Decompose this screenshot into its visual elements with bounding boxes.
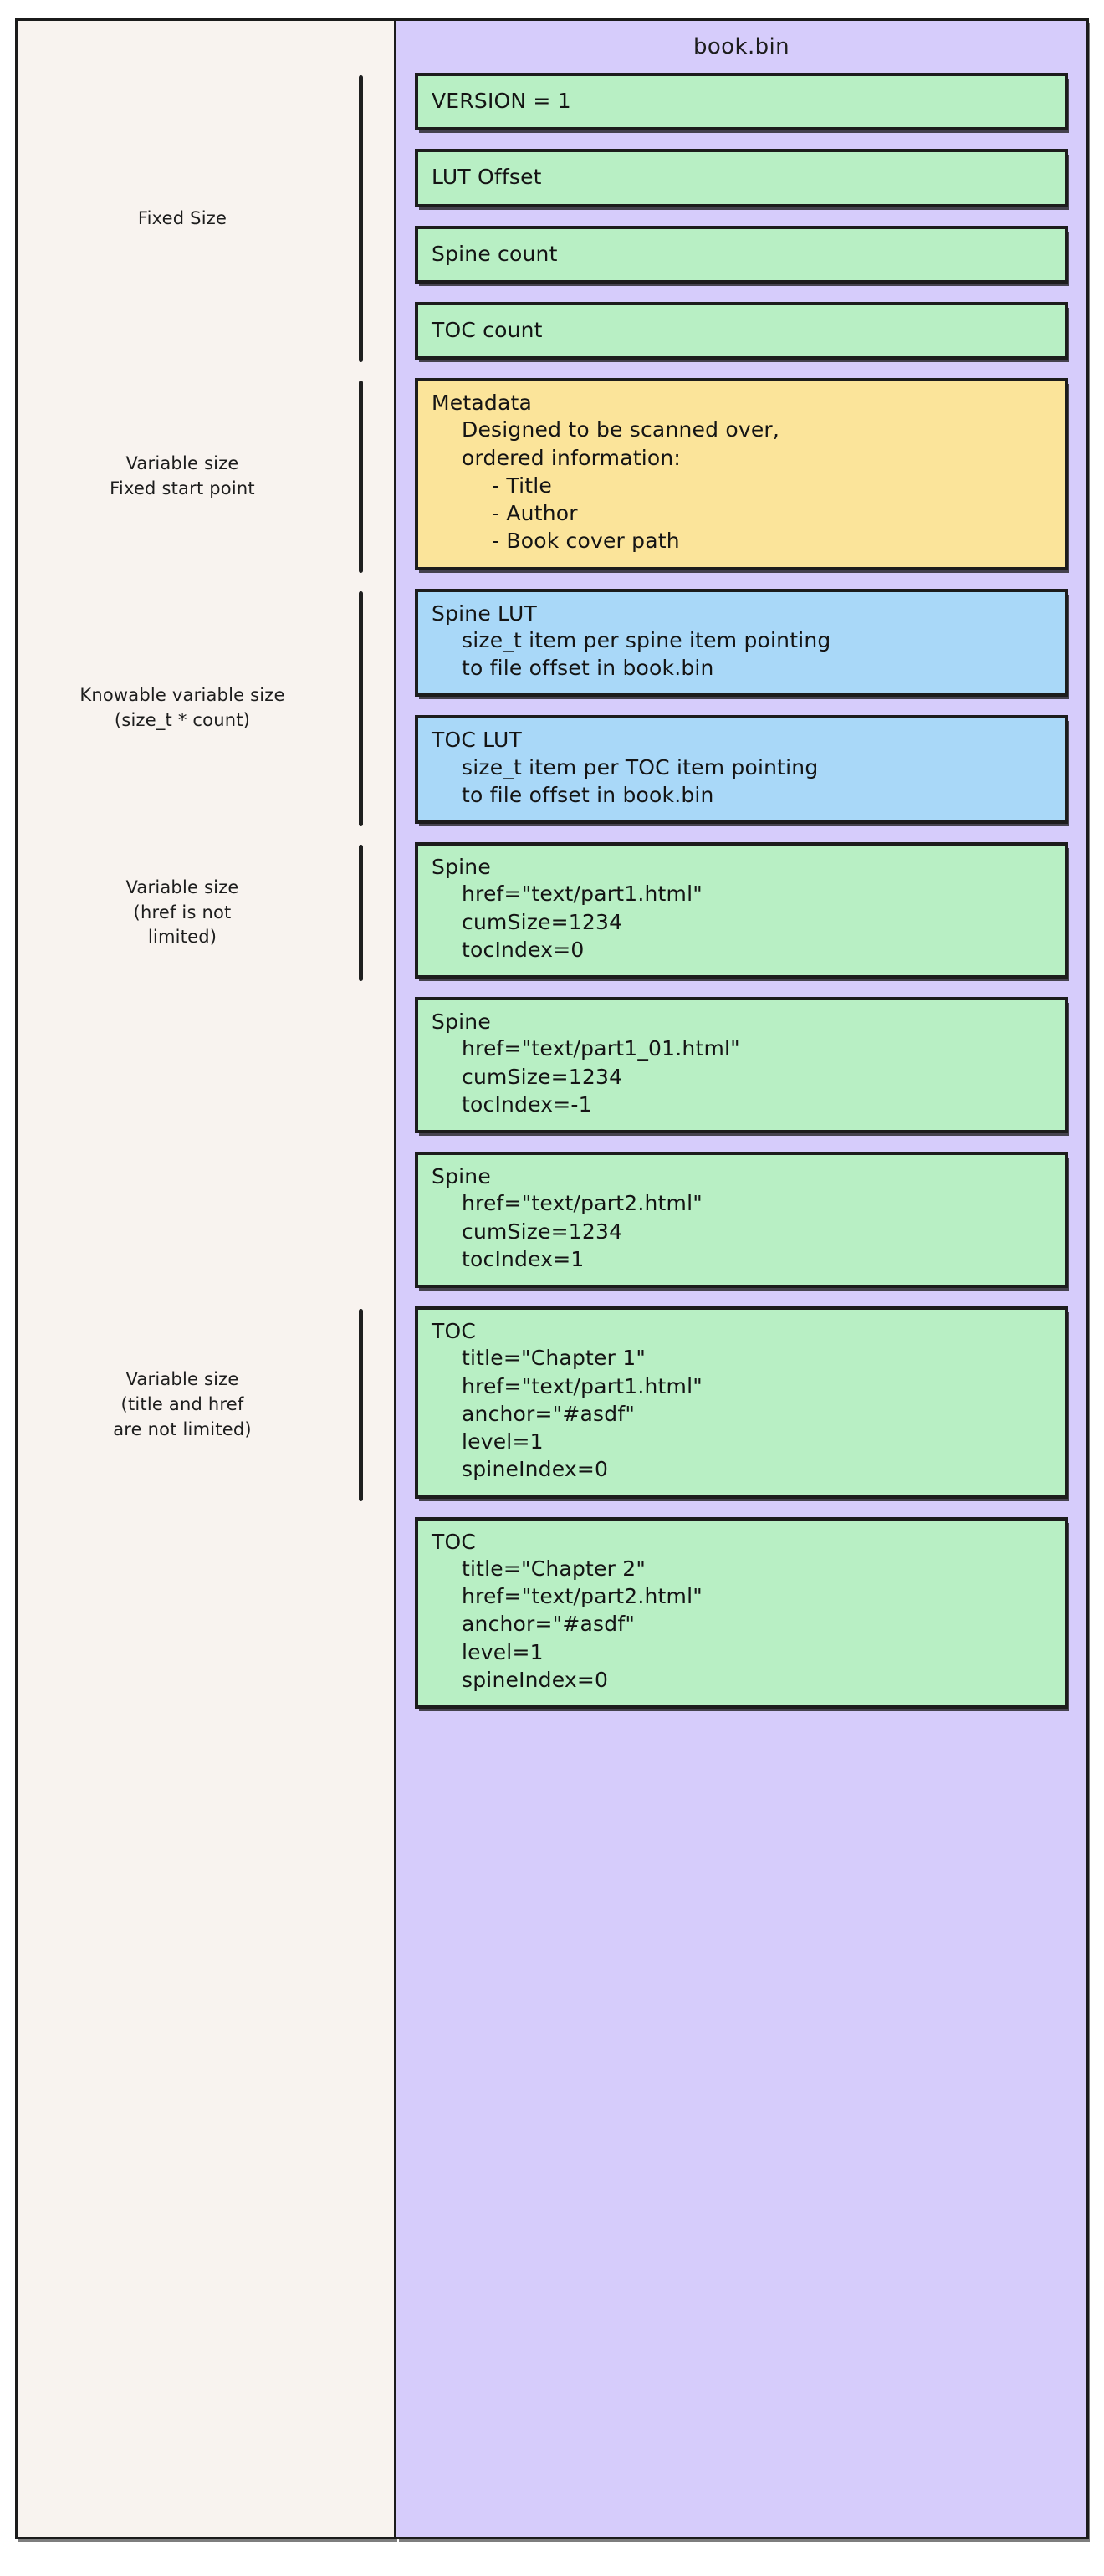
block-line: title="Chapter 1"	[462, 1346, 647, 1371]
block-line: anchor="#asdf"	[462, 1612, 636, 1637]
block-title: TOC	[432, 1529, 477, 1554]
bracket-fixed-size	[359, 75, 363, 362]
block-line: level=1	[462, 1639, 544, 1664]
block-line: href="text/part2.html"	[462, 1584, 703, 1608]
bracket-variable-fixed-start	[359, 381, 363, 573]
block-line: to file offset in book.bin	[462, 782, 714, 807]
block-line: href="text/part1.html"	[462, 1373, 703, 1398]
annotation-variable-href: Variable size (href is not limited)	[18, 876, 347, 950]
block-title: Spine LUT	[432, 601, 537, 626]
block-line: cumSize=1234	[462, 1219, 623, 1244]
block-line: href="text/part1_01.html"	[462, 1036, 740, 1061]
block-title: Metadata	[432, 391, 532, 415]
block-line: tocIndex=0	[462, 937, 585, 962]
block-lut-offset: LUT Offset	[415, 149, 1068, 207]
block-title: Spine count	[432, 241, 558, 266]
block-line: ordered information:	[462, 445, 682, 470]
annotation-line: (href is not	[133, 902, 232, 923]
block-spine-1: Spine href="text/part1.html"cumSize=1234 t…	[415, 842, 1068, 979]
block-title: TOC count	[432, 317, 543, 342]
block-title: VERSION = 1	[432, 89, 571, 113]
block-title: Spine	[432, 1164, 491, 1188]
block-line: href="text/part1.html"	[462, 882, 703, 907]
block-line: spineIndex=0	[462, 1457, 609, 1482]
annotation-variable-title-href: Variable size (title and href are not limi…	[18, 1367, 347, 1442]
file-title: book.bin	[693, 34, 790, 59]
block-toc-count: TOC count	[415, 301, 1068, 360]
block-line: to file offset in book.bin	[462, 656, 714, 680]
annotation-knowable-variable: Knowable variable size (size_t * count)	[18, 683, 347, 733]
block-spine-count: Spine count	[415, 225, 1068, 284]
annotation-line: Variable size	[125, 452, 239, 473]
block-line: anchor="#asdf"	[462, 1401, 636, 1426]
annotation-line: Variable size	[125, 1369, 239, 1390]
block-line: cumSize=1234	[462, 1064, 623, 1089]
annotation-line: (title and href	[120, 1393, 244, 1414]
annotation-line: Fixed start point	[110, 478, 255, 498]
block-line: - Author	[492, 501, 578, 525]
bracket-knowable-variable	[359, 590, 363, 826]
block-line: spineIndex=0	[462, 1667, 609, 1692]
block-title: TOC LUT	[432, 728, 523, 753]
annotation-line: Knowable variable size	[79, 685, 285, 706]
block-toc-1: TOC title="Chapter 1"href="text/part1.htm…	[415, 1306, 1068, 1499]
block-line: cumSize=1234	[462, 909, 623, 934]
block-line: Designed to be scanned over,	[462, 417, 780, 442]
annotation-line: Variable size	[125, 877, 239, 897]
block-line: - Book cover path	[492, 529, 680, 554]
block-line: size_t item per spine item pointing	[462, 627, 831, 652]
annotation-line: Fixed Size	[137, 207, 227, 228]
block-line: tocIndex=-1	[462, 1091, 592, 1117]
bracket-variable-title-href	[359, 1309, 363, 1501]
block-title: Spine	[432, 1009, 491, 1034]
annotation-line: are not limited)	[113, 1418, 252, 1439]
block-line: title="Chapter 2"	[462, 1556, 647, 1581]
block-line: tocIndex=1	[462, 1246, 585, 1271]
block-line: size_t item per TOC item pointing	[462, 754, 819, 779]
block-line: level=1	[462, 1429, 544, 1454]
bracket-variable-href	[359, 845, 363, 981]
block-title: Spine	[432, 855, 491, 879]
annotation-line: limited)	[147, 927, 217, 948]
annotation-line: (size_t * count)	[114, 710, 251, 731]
block-line: - Title	[492, 473, 552, 498]
block-title: TOC	[432, 1319, 477, 1343]
annotation-fixed-size: Fixed Size	[18, 207, 347, 232]
block-line: href="text/part2.html"	[462, 1191, 703, 1216]
block-title: LUT Offset	[432, 165, 542, 190]
block-version: VERSION = 1	[415, 73, 1068, 131]
